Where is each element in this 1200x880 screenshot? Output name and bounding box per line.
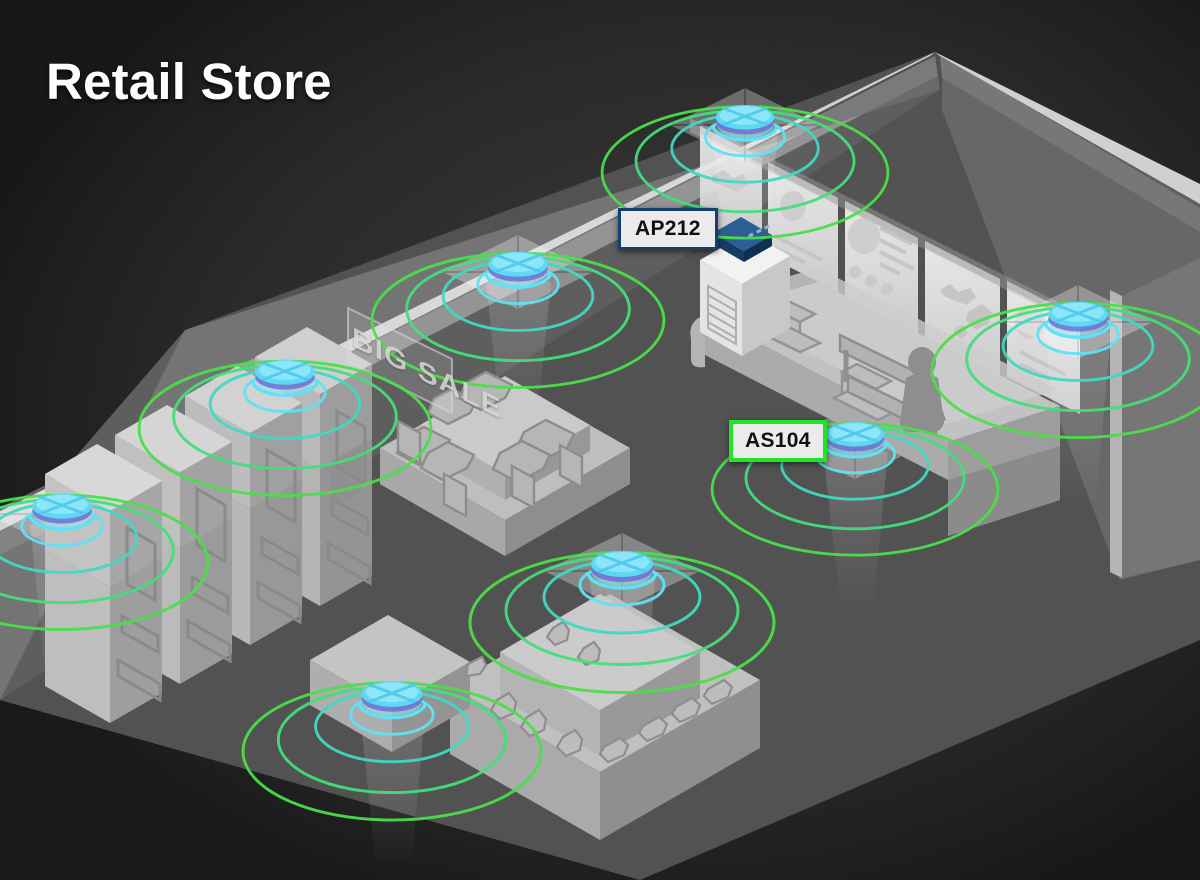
ap-cross-icon [597, 552, 647, 574]
ap-dome-skirt [711, 124, 779, 142]
stock-cabinet [700, 217, 790, 356]
ceiling-ap-center-floor[interactable] [468, 551, 776, 694]
ap-cross-icon [367, 682, 417, 704]
page-title: Retail Store [46, 53, 332, 110]
ceiling-ap-checkout[interactable] [710, 422, 1000, 557]
ap-dome-skirt [356, 701, 428, 720]
ap-cross-icon [38, 495, 86, 516]
checkout-counter [690, 268, 1060, 536]
ap-dome-skirt [1043, 321, 1113, 339]
ap-cross-icon [494, 253, 542, 274]
ceiling-ap-far-left[interactable] [0, 493, 210, 632]
apparel-table [380, 370, 630, 556]
ap-dome-skirt [586, 571, 658, 590]
network-device [713, 217, 772, 262]
ap-cross-icon [721, 106, 769, 127]
ap-cross-icon [261, 361, 309, 382]
ap-dome-skirt [483, 271, 553, 289]
ceiling-ap-back-wall[interactable] [600, 105, 890, 240]
ap-cross-icon [1054, 303, 1102, 324]
device-label-as104[interactable]: AS104 [729, 420, 827, 462]
kiosk-row [45, 327, 372, 723]
ceiling-ap-shoe-display[interactable] [241, 681, 543, 822]
ceiling-ap-right-wall[interactable] [930, 301, 1200, 440]
access-point-layer [0, 105, 1200, 822]
ap-dome-skirt [27, 513, 97, 531]
ap-dome-skirt [250, 379, 320, 397]
ap-cross-icon [831, 423, 879, 444]
device-label-ap212[interactable]: AP212 [618, 208, 718, 250]
ceiling-ap-kiosk-row[interactable] [137, 359, 433, 498]
shopper-silhouette [900, 347, 946, 432]
ceiling-ap-left-aisle[interactable] [370, 251, 666, 390]
